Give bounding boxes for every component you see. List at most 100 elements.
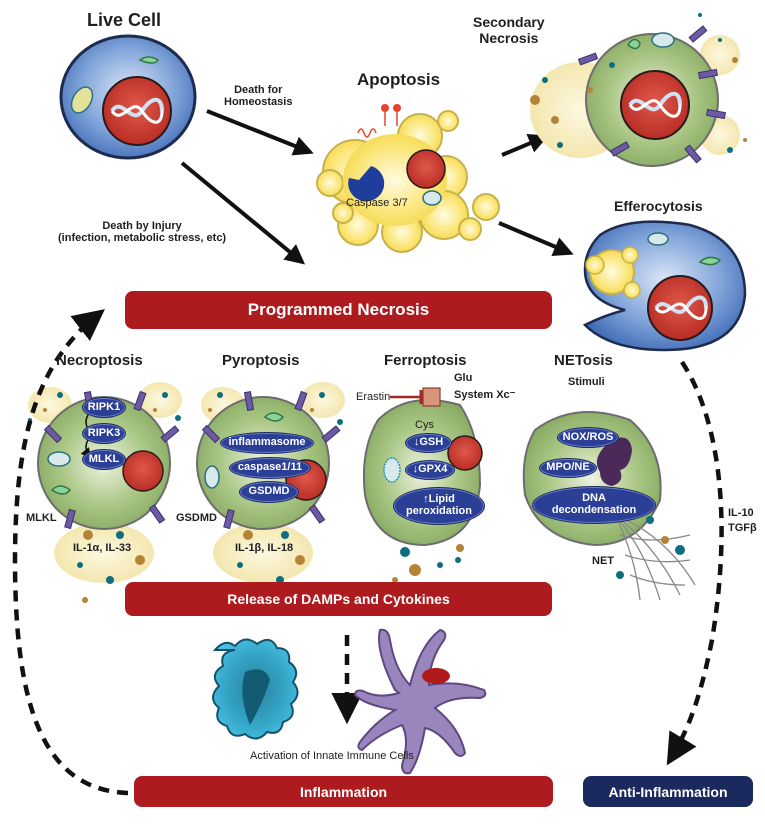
title-netosis: NETosis [554, 352, 613, 369]
label-erastin: Erastin [356, 391, 391, 403]
step-dna-decondensation: DNA decondensation [532, 486, 656, 524]
damp-particle [243, 530, 253, 540]
damp-particle [217, 392, 223, 398]
damp-particle [319, 392, 325, 398]
banner-release-damps: Release of DAMPs and Cytokines [125, 582, 552, 616]
banner-inflammation: Inflammation [134, 776, 553, 807]
step-ripk1: RIPK1 [82, 397, 126, 418]
label-caspase: Caspase 3/7 [346, 197, 408, 209]
damp-particle [409, 564, 421, 576]
damp-particle [116, 531, 124, 539]
label-injury-line1: Death by Injury [102, 220, 182, 232]
caspase-pacman-icon [348, 166, 385, 202]
label-homeostasis-line1: Death for [234, 84, 283, 96]
damp-particle [616, 571, 624, 579]
damp-particle [337, 419, 343, 425]
title-secondary-necrosis-line1: Secondary [473, 14, 545, 30]
label-cys: Cys [415, 419, 434, 431]
label-mlkl-pore: MLKL [26, 512, 57, 524]
label-net: NET [592, 555, 614, 567]
step-ripk3: RIPK3 [82, 423, 126, 444]
apoptotic-cell-illustration [316, 104, 500, 253]
damp-particle [661, 536, 669, 544]
nucleus-lobes-icon [596, 437, 632, 486]
arrow-injury [180, 161, 306, 265]
label-il10: IL-10 [728, 507, 754, 519]
damp-particle [530, 95, 540, 105]
step-gpx4: ↓GPX4 [405, 460, 455, 480]
damp-particle [106, 576, 114, 584]
damp-particle [557, 142, 563, 148]
damp-particle [455, 557, 461, 563]
arrow-secondary-necrosis [501, 133, 549, 157]
title-live-cell: Live Cell [87, 10, 162, 30]
step-gsdmd: GSDMD [239, 481, 299, 503]
damp-particle [162, 392, 168, 398]
damp-particle [727, 147, 733, 153]
step-nox-ros: NOX/ROS [557, 427, 619, 448]
damp-particle [83, 530, 93, 540]
damp-particle [587, 87, 593, 93]
arrow-homeostasis [206, 109, 314, 156]
live-cell-illustration [59, 34, 197, 160]
label-gsdmd-pore: GSDMD [176, 512, 217, 524]
label-stimuli: Stimuli [568, 376, 605, 388]
title-ferroptosis: Ferroptosis [384, 352, 467, 369]
damp-particle [698, 13, 702, 17]
dashed-arrow-anti-inflammation [666, 360, 724, 766]
system-xc-transporter-icon [422, 387, 441, 407]
damp-particle [456, 544, 464, 552]
step-lipid-peroxidation: ↑Lipid peroxidation [393, 487, 485, 525]
damp-particle [542, 77, 548, 83]
dendritic-cell-illustration [353, 628, 487, 775]
step-mpo-ne: MPO/NE [539, 458, 597, 478]
banner-anti-inflammation: Anti-Inflammation [583, 776, 753, 807]
title-secondary-necrosis: Secondary Necrosis [473, 14, 545, 46]
damp-particle [237, 562, 243, 568]
label-injury-line2: (infection, metabolic stress, etc) [58, 232, 227, 244]
step-mlkl: MLKL [82, 449, 126, 470]
arrow-efferocytosis [498, 221, 574, 256]
label-il1a-il33: IL-1α, IL-33 [73, 542, 132, 554]
banner-programmed-necrosis: Programmed Necrosis [125, 291, 552, 329]
damp-particle [310, 408, 314, 412]
title-secondary-necrosis-line2: Necrosis [479, 30, 539, 47]
label-il1b-il18: IL-1β, IL-18 [235, 542, 294, 554]
damp-particle [175, 415, 181, 421]
damp-particle [153, 408, 157, 412]
step-inflammasome: inflammasome [220, 432, 314, 454]
damp-particle [551, 116, 559, 124]
step-caspase1-11: caspase1/11 [229, 457, 311, 479]
damp-particle [743, 138, 747, 142]
title-apoptosis: Apoptosis [357, 70, 441, 89]
dashed-arrow-inflammation-loop [12, 309, 129, 796]
title-pyroptosis: Pyroptosis [222, 352, 300, 369]
damp-particle [82, 597, 88, 603]
label-glu: Glu [454, 372, 473, 384]
secondary-necrosis-illustration [530, 32, 740, 167]
label-activation-innate: Activation of Innate Immune Cells [250, 750, 414, 762]
damp-particle [732, 57, 738, 63]
mitochondrion-icon [70, 86, 94, 114]
label-death-injury: Death by Injury (infection, metabolic st… [58, 220, 226, 244]
damp-particle [77, 562, 83, 568]
damp-particle [295, 555, 305, 565]
label-tgfb: TGFβ [728, 522, 757, 534]
damp-particle [609, 62, 615, 68]
label-system-xc: System Xc⁻ [454, 389, 516, 401]
damp-particle [392, 577, 398, 583]
step-gsh: ↓GSH [405, 433, 452, 453]
title-necroptosis: Necroptosis [56, 352, 143, 369]
damp-particle [675, 545, 685, 555]
damp-particle [437, 562, 443, 568]
damp-particle [57, 392, 63, 398]
title-efferocytosis: Efferocytosis [614, 198, 703, 214]
damp-particle [718, 38, 722, 42]
label-death-homeostasis: Death for Homeostasis [224, 84, 292, 108]
label-homeostasis-line2: Homeostasis [224, 96, 293, 108]
damp-particle [208, 408, 212, 412]
damp-particle [646, 516, 654, 524]
damp-particle [135, 555, 145, 565]
damp-particle [400, 547, 410, 557]
damp-particle [43, 408, 47, 412]
